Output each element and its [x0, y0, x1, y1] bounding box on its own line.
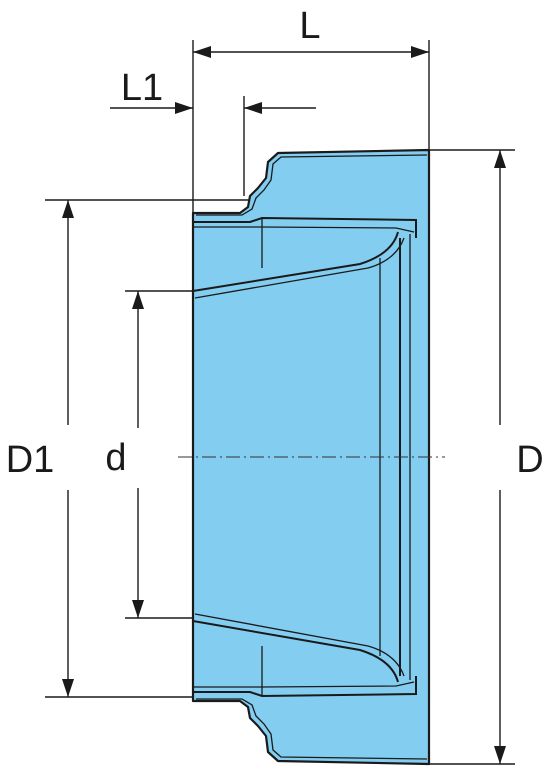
dimension-d: d	[105, 290, 193, 619]
label-D1: D1	[6, 439, 55, 481]
taper-bottom	[192, 620, 399, 683]
arrow-L1-left	[175, 102, 193, 114]
label-L1: L1	[121, 67, 163, 109]
arrow-D-bottom	[494, 746, 506, 764]
label-d: d	[105, 437, 126, 479]
taper-top	[192, 231, 399, 292]
label-L: L	[299, 5, 320, 47]
sleeve-bottom-band-inner	[193, 681, 415, 688]
arrow-d-top	[132, 291, 144, 309]
dimension-D1: D1	[6, 199, 250, 698]
arrow-L-left	[193, 46, 211, 58]
dimension-D: D	[429, 149, 544, 765]
arrow-L-right	[411, 46, 429, 58]
arrow-D-top	[494, 150, 506, 168]
flange-bottom-skin	[196, 698, 428, 760]
flange-top-skin	[196, 154, 428, 216]
arrow-D1-top	[62, 200, 74, 218]
taper-top-inner	[194, 237, 405, 299]
taper-bottom-inner	[194, 613, 405, 677]
dimension-L: L	[192, 5, 430, 213]
arrow-d-bottom	[132, 600, 144, 618]
dimension-L1: L1	[110, 67, 316, 196]
sleeve-top-band-inner	[193, 226, 415, 233]
label-D: D	[516, 439, 543, 481]
arrow-L1-right	[244, 102, 262, 114]
arrow-D1-bottom	[62, 679, 74, 697]
